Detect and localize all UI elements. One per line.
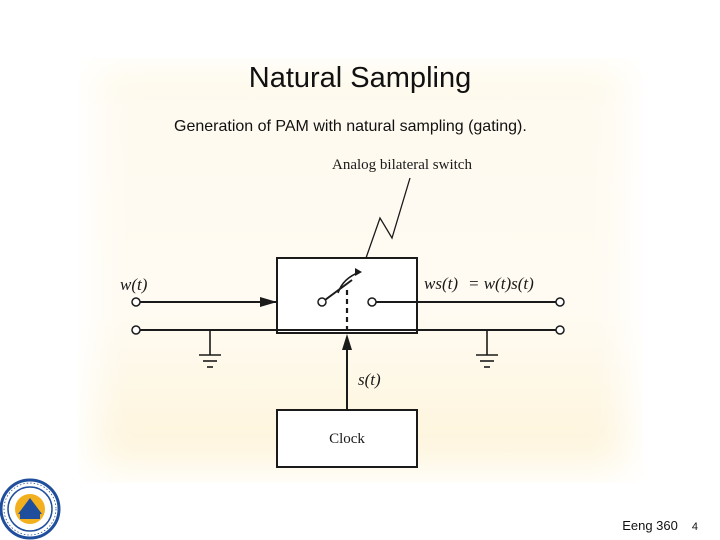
clock-label: Clock <box>329 431 365 447</box>
output-label-rhs: = w(t)s(t) <box>468 274 534 293</box>
page-number: 4 <box>691 521 698 533</box>
university-logo-icon <box>0 478 61 540</box>
clock-box <box>276 409 418 468</box>
output-terminal-top <box>555 297 565 307</box>
slide-footer: Eeng 360 4 <box>622 518 698 533</box>
course-label: Eeng 360 <box>622 518 678 533</box>
input-terminal-top <box>131 297 141 307</box>
control-arrow <box>342 334 352 350</box>
input-arrow <box>260 297 277 307</box>
slide-subtitle: Generation of PAM with natural sampling … <box>174 118 527 135</box>
output-label-lhs: ws(t) <box>424 274 458 293</box>
switch-annotation: Analog bilateral switch <box>332 157 472 173</box>
slide-title: Natural Sampling <box>248 62 472 94</box>
output-terminal-bottom <box>555 325 565 335</box>
input-label: w(t) <box>120 275 148 294</box>
control-label: s(t) <box>358 370 381 389</box>
ground-icon <box>476 330 498 368</box>
ground-icon <box>199 330 221 368</box>
input-terminal-bottom <box>131 325 141 335</box>
switch-icon <box>317 268 417 333</box>
annotation-leader <box>365 177 411 259</box>
